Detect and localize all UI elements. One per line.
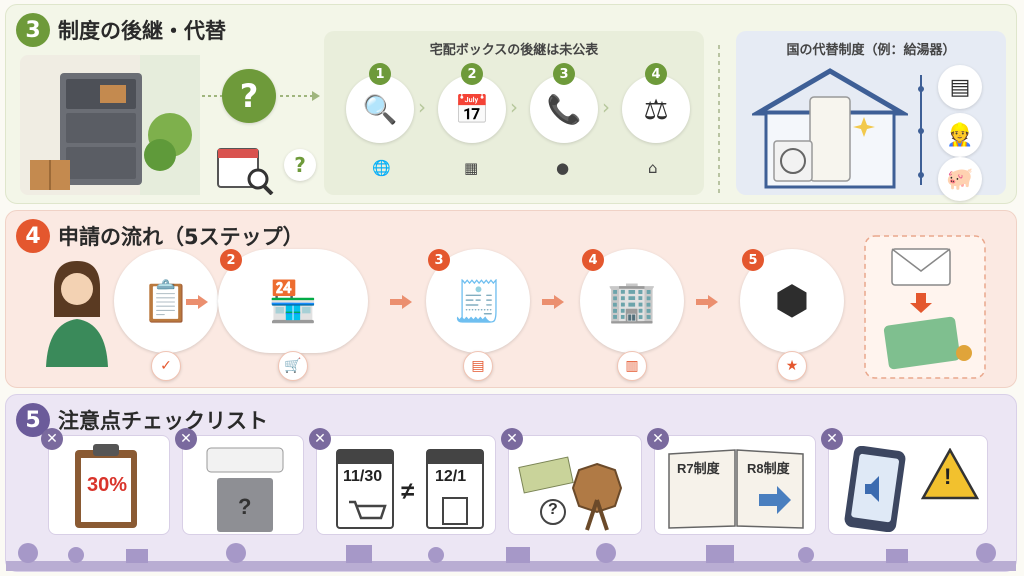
- x-icon: ✕: [41, 428, 63, 450]
- person-icon: ●: [556, 159, 570, 177]
- panel-title: 宅配ボックスの後継は未公表: [429, 43, 599, 58]
- panel-title: 国の代替制度（例：給湯器）: [786, 43, 956, 58]
- step-number-badge: 1: [369, 63, 391, 85]
- result-dashed-box: [864, 235, 986, 379]
- delivery-box-illustration: [20, 55, 200, 195]
- section-title: 申請の流れ（5ステップ）: [58, 225, 304, 249]
- step-number-badge: 2: [220, 249, 242, 271]
- store-icon: 🏪: [218, 249, 368, 353]
- step-arrow: [542, 295, 564, 309]
- step-number-badge: 4: [645, 63, 667, 85]
- scales-icon: ⚖: [622, 75, 690, 143]
- section-number-badge: 4: [16, 219, 50, 253]
- calendar-icon: ▦: [464, 159, 479, 177]
- step-number-badge: 4: [582, 249, 604, 271]
- x-icon: ✕: [309, 428, 331, 450]
- section-number-badge: 3: [16, 13, 50, 47]
- calendar-cart-icon: [336, 449, 394, 529]
- house-icon: ⌂: [648, 159, 658, 177]
- next-system-label: R8制度: [747, 461, 790, 476]
- step-arrow: ›: [510, 95, 518, 119]
- warning-triangle-icon: [921, 448, 979, 500]
- calendar-document-icon: [426, 449, 484, 529]
- town-silhouette-decoration: [6, 543, 1016, 571]
- globe-icon: 🌐: [372, 159, 391, 177]
- x-icon: ✕: [647, 428, 669, 450]
- caution-card-date-mismatch: ✕ 11/30 ≠ 12/1: [309, 428, 496, 535]
- question-mark-icon: ?: [222, 69, 276, 123]
- star-icon: ★: [777, 351, 807, 381]
- caution-card-money-lottery: ✕ ?: [501, 428, 642, 535]
- section-title: 制度の後継・代替: [58, 19, 226, 43]
- step-arrow: [186, 295, 208, 309]
- open-book-icon: [668, 449, 804, 529]
- step-number-badge: 5: [742, 249, 764, 271]
- thinking-woman-illustration: [46, 261, 108, 367]
- phone-chat-icon: 📞: [530, 75, 598, 143]
- step-arrow: ›: [602, 95, 610, 119]
- document-icon: ▤: [463, 351, 493, 381]
- percent-label: 30%: [87, 474, 128, 496]
- step-arrow: [390, 295, 412, 309]
- step-arrow: ›: [418, 95, 426, 119]
- cart-icon: 🛒: [278, 351, 308, 381]
- application-date: 12/1: [435, 468, 467, 485]
- house-water-heater-illustration: [752, 68, 908, 189]
- section-application-flow: 4 申請の流れ（5ステップ） 📋✓🏪2🛒🧾3▤🏢4▥⬢5★: [5, 210, 1017, 388]
- calendar-clock-icon: 📅: [438, 75, 506, 143]
- question-mark: ?: [548, 501, 558, 518]
- caution-card-clipboard: ✕ 30%: [41, 428, 170, 535]
- office-building-icon: 🏢: [580, 249, 684, 353]
- section-successor-system: 3 制度の後継・代替 ? ? 宅配ボックスの後継は未公表 国の代替制度（例：給: [5, 4, 1017, 204]
- step-number-badge: 2: [461, 63, 483, 85]
- x-icon: ✕: [175, 428, 197, 450]
- dashed-arrow-left: [202, 95, 222, 97]
- purchase-date: 11/30: [343, 468, 383, 485]
- x-icon: ✕: [501, 428, 523, 450]
- calendar-search-icon: [217, 148, 274, 195]
- dashed-arrow-right: [280, 91, 320, 101]
- caution-card-appliance: ✕ ?: [175, 428, 304, 535]
- warning-mark: !: [944, 464, 952, 489]
- document-icon: ▤: [938, 65, 982, 109]
- section-checklist: 5 注意点チェックリスト ✕ 30% ✕ ? ✕ 11/30 ≠: [5, 394, 1017, 572]
- money-lottery-icon: [518, 456, 623, 531]
- unknown-mark: ?: [238, 494, 252, 519]
- section-title: 注意点チェックリスト: [58, 409, 268, 433]
- browser-search-icon: 🔍: [346, 75, 414, 143]
- piggy-bank-icon: 🐖: [938, 157, 982, 201]
- current-system-label: R7制度: [677, 461, 720, 476]
- section-header: 3 制度の後継・代替: [16, 13, 226, 47]
- vertical-connector: [918, 75, 924, 185]
- air-conditioner-fridge-icon: [206, 447, 284, 532]
- phone-speaker-icon: [844, 446, 906, 532]
- caution-card-phone-warning: ✕ !: [821, 428, 988, 535]
- worker-icon: 👷: [938, 113, 982, 157]
- dashed-divider: [718, 45, 720, 195]
- check-icon: ✓: [151, 351, 181, 381]
- section-header: 4 申請の流れ（5ステップ）: [16, 219, 304, 253]
- building-icon: ▥: [617, 351, 647, 381]
- step-number-badge: 3: [553, 63, 575, 85]
- x-icon: ✕: [821, 428, 843, 450]
- caution-card-system-change: ✕ R7制度 R8制度: [647, 428, 816, 535]
- small-question-icon: ?: [284, 149, 316, 181]
- clipboard-icon: [75, 444, 137, 528]
- step-arrow: [696, 295, 718, 309]
- not-equal-sign: ≠: [401, 478, 415, 505]
- step-number-badge: 3: [428, 249, 450, 271]
